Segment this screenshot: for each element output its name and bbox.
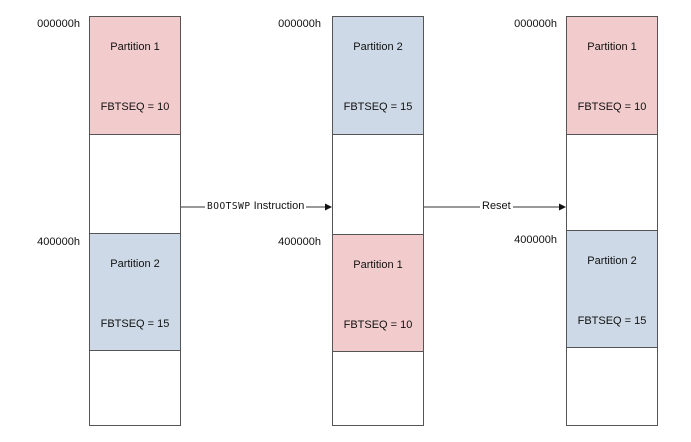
bootswp-transition-label: BOOTSWP Instruction — [205, 200, 307, 212]
partition-name: Partition 1 — [353, 259, 403, 271]
fbtseq-value: FBTSEQ = 15 — [100, 318, 170, 330]
upper-partition-block: Partition 2 FBTSEQ = 15 — [332, 16, 424, 135]
partition-name: Partition 2 — [110, 258, 160, 270]
upper-partition-block: Partition 1 FBTSEQ = 10 — [89, 16, 181, 135]
fbtseq-value: FBTSEQ = 10 — [100, 101, 170, 113]
upper-partition-block: Partition 1 FBTSEQ = 10 — [566, 16, 658, 135]
address-label-top: 000000h — [514, 18, 557, 30]
fbtseq-value: FBTSEQ = 10 — [577, 101, 647, 113]
memory-column-after-bootswp: Partition 2 FBTSEQ = 15 Partition 1 FBTS… — [332, 16, 424, 426]
instruction-text: Instruction — [253, 200, 305, 212]
address-label-mid: 400000h — [514, 234, 557, 246]
lower-partition-block: Partition 2 FBTSEQ = 15 — [89, 233, 181, 351]
bootswp-code: BOOTSWP — [207, 201, 251, 212]
reset-transition-label: Reset — [480, 200, 513, 212]
reset-arrowhead-icon — [559, 203, 566, 211]
lower-partition-block: Partition 2 FBTSEQ = 15 — [566, 230, 658, 348]
address-label-mid: 400000h — [278, 236, 321, 248]
address-label-top: 000000h — [278, 18, 321, 30]
fbtseq-value: FBTSEQ = 15 — [343, 101, 413, 113]
memory-column-initial: Partition 1 FBTSEQ = 10 Partition 2 FBTS… — [89, 16, 181, 426]
fbtseq-value: FBTSEQ = 15 — [577, 315, 647, 327]
address-label-top: 000000h — [37, 18, 80, 30]
partition-name: Partition 2 — [587, 255, 637, 267]
fbtseq-value: FBTSEQ = 10 — [343, 319, 413, 331]
partition-name: Partition 2 — [353, 41, 403, 53]
address-label-mid: 400000h — [37, 236, 80, 248]
memory-column-after-reset: Partition 1 FBTSEQ = 10 Partition 2 FBTS… — [566, 16, 658, 426]
partition-name: Partition 1 — [110, 41, 160, 53]
lower-partition-block: Partition 1 FBTSEQ = 10 — [332, 234, 424, 352]
bootswp-arrowhead-icon — [325, 203, 332, 211]
partition-name: Partition 1 — [587, 41, 637, 53]
